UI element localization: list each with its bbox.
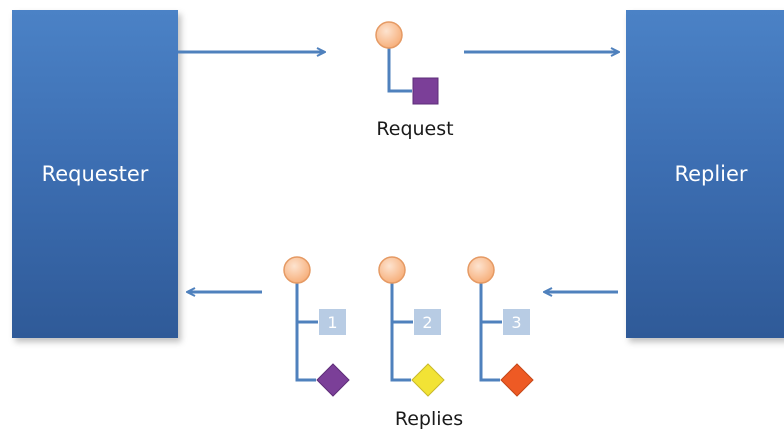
reply-circle <box>378 256 406 284</box>
reply-number: 1 <box>327 313 337 332</box>
reply-number-tag <box>503 309 530 335</box>
reply-number: 2 <box>422 313 432 332</box>
requester-label: Requester <box>41 162 149 186</box>
reply-circle <box>467 256 495 284</box>
reply-number: 3 <box>511 313 521 332</box>
replies-caption: Replies <box>394 408 464 430</box>
requester-box: Requester <box>12 10 178 338</box>
request-square <box>412 77 439 105</box>
reply-diamond-orange <box>500 363 534 397</box>
reply-glyph-2: 2 <box>378 256 445 397</box>
reply-number-tag <box>319 309 346 335</box>
reply-diamond-yellow <box>411 363 445 397</box>
reply-circle <box>283 256 311 284</box>
reply-glyph-3: 3 <box>467 256 534 397</box>
replier-label: Replier <box>674 162 748 186</box>
replier-box: Replier <box>626 10 784 338</box>
request-message-glyph <box>375 21 439 105</box>
reply-glyph-1: 1 <box>283 256 350 397</box>
reply-diamond-purple <box>316 363 350 397</box>
reply-number-tag <box>414 309 441 335</box>
request-circle <box>375 21 403 49</box>
request-caption: Request <box>376 118 454 140</box>
